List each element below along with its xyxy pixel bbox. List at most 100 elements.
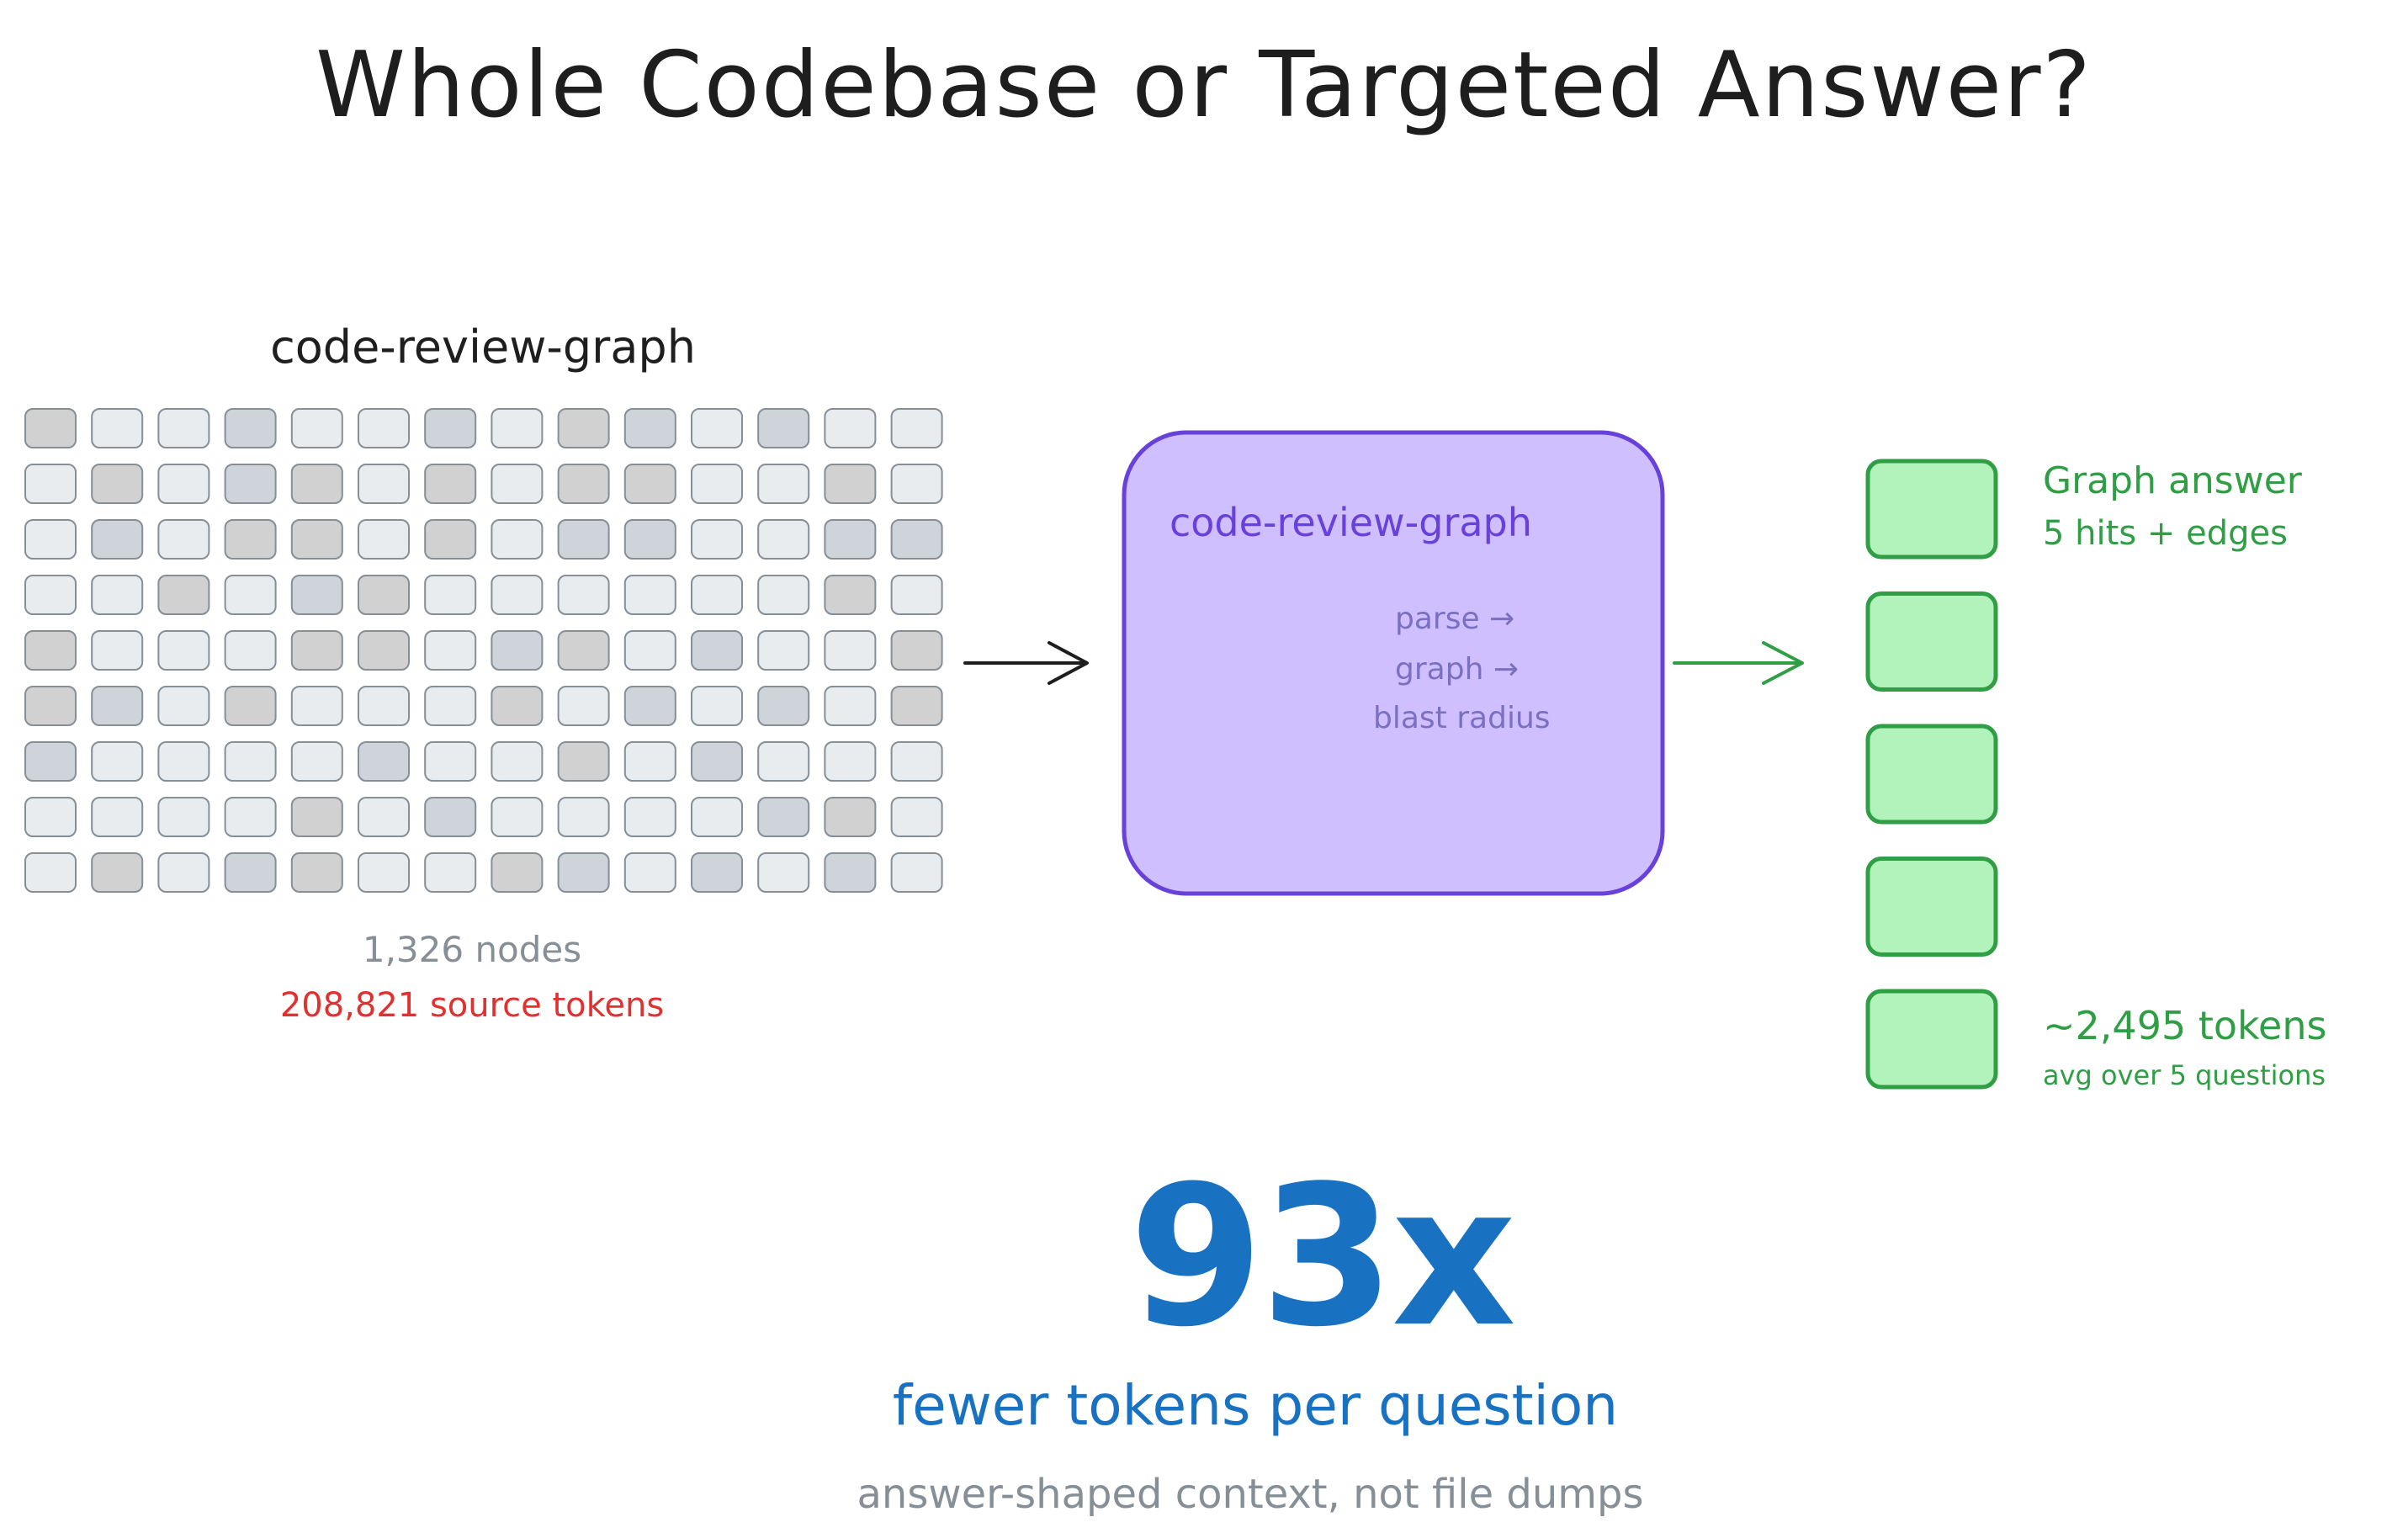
codebase-node-cell (824, 630, 877, 671)
codebase-node-cell (424, 852, 477, 893)
codebase-node-cell (424, 519, 477, 560)
codebase-node-cell (824, 686, 877, 726)
codebase-node-cell (557, 741, 610, 782)
codebase-node-cell (623, 741, 676, 782)
codebase-node-cell (623, 630, 676, 671)
codebase-node-cell (290, 519, 343, 560)
codebase-node-cell (424, 797, 477, 837)
codebase-node-cell (890, 575, 943, 615)
ratio-note: answer-shaped context, not file dumps (857, 1471, 1644, 1518)
codebase-node-cell (757, 686, 810, 726)
codebase-node-cell (157, 797, 210, 837)
answer-hit-block (1865, 459, 1998, 560)
codebase-node-cell (157, 630, 210, 671)
codebase-node-cell (491, 686, 544, 726)
codebase-node-cell (91, 741, 144, 782)
codebase-node-cell (157, 741, 210, 782)
codebase-node-cell (491, 741, 544, 782)
codebase-node-cell (491, 630, 544, 671)
codebase-node-cell (24, 741, 77, 782)
codebase-node-cell (358, 741, 410, 782)
codebase-node-cell (91, 686, 144, 726)
processor-step-parse: parse → (1395, 602, 1515, 636)
codebase-node-cell (491, 519, 544, 560)
codebase-node-cell (24, 797, 77, 837)
answer-tokens: ~2,495 tokens (2043, 1003, 2327, 1048)
processor-step-blast-radius: blast radius (1373, 701, 1551, 735)
answer-hit-block (1865, 724, 1998, 825)
answer-average-note: avg over 5 questions (2043, 1059, 2326, 1091)
codebase-node-cell (358, 686, 410, 726)
answer-blocks (1865, 459, 1998, 1090)
codebase-node-cell (157, 519, 210, 560)
codebase-node-cell (91, 408, 144, 448)
codebase-node-cell (824, 797, 877, 837)
answer-hit-block (1865, 591, 1998, 692)
codebase-node-cell (890, 852, 943, 893)
codebase-node-cell (424, 630, 477, 671)
codebase-node-cell (691, 797, 743, 837)
codebase-node-cell (224, 686, 277, 726)
codebase-node-cell (424, 741, 477, 782)
codebase-node-cell (290, 852, 343, 893)
codebase-node-cell (424, 686, 477, 726)
codebase-node-cell (157, 575, 210, 615)
answer-subtitle: 5 hits + edges (2043, 514, 2288, 553)
codebase-node-cell (424, 575, 477, 615)
codebase-node-cell (91, 575, 144, 615)
codebase-node-cell (290, 797, 343, 837)
codebase-node-cell (358, 575, 410, 615)
codebase-node-cell (358, 519, 410, 560)
codebase-node-cell (824, 408, 877, 448)
codebase-node-cell (491, 797, 544, 837)
codebase-node-cell (290, 575, 343, 615)
codebase-node-cell (757, 630, 810, 671)
codebase-node-cell (757, 408, 810, 448)
codebase-node-cell (557, 852, 610, 893)
codebase-node-cell (224, 741, 277, 782)
codebase-node-cell (691, 519, 743, 560)
codebase-node-cell (358, 408, 410, 448)
codebase-node-cell (24, 519, 77, 560)
codebase-node-cell (91, 519, 144, 560)
codebase-node-cell (557, 464, 610, 504)
codebase-node-cell (691, 852, 743, 893)
codebase-node-cell (24, 575, 77, 615)
codebase-node-cell (224, 797, 277, 837)
codebase-node-cell (157, 686, 210, 726)
nodes-count: 1,326 nodes (362, 929, 582, 970)
codebase-node-cell (491, 575, 544, 615)
codebase-node-cell (24, 686, 77, 726)
source-tokens-count: 208,821 source tokens (279, 986, 665, 1025)
codebase-node-cell (691, 686, 743, 726)
codebase-node-cell (224, 575, 277, 615)
codebase-node-cell (91, 464, 144, 504)
codebase-node-cell (491, 464, 544, 504)
codebase-node-cell (224, 852, 277, 893)
codebase-node-cell (24, 408, 77, 448)
codebase-node-cell (557, 797, 610, 837)
codebase-node-cell (358, 852, 410, 893)
codebase-node-cell (290, 408, 343, 448)
codebase-node-cell (491, 852, 544, 893)
codebase-node-cell (691, 630, 743, 671)
codebase-node-cell (890, 686, 943, 726)
codebase-node-cell (290, 464, 343, 504)
codebase-node-cell (623, 686, 676, 726)
codebase-node-cell (358, 630, 410, 671)
codebase-node-cell (424, 464, 477, 504)
codebase-node-cell (824, 464, 877, 504)
codebase-node-cell (623, 575, 676, 615)
processor-box (1122, 430, 1665, 896)
codebase-node-cell (824, 852, 877, 893)
codebase-node-cell (290, 741, 343, 782)
codebase-node-cell (24, 852, 77, 893)
codebase-node-cell (691, 464, 743, 504)
answer-hit-block (1865, 989, 1998, 1090)
processor-step-graph: graph → (1395, 652, 1519, 687)
codebase-node-cell (757, 464, 810, 504)
codebase-node-cell (890, 464, 943, 504)
codebase-node-cell (424, 408, 477, 448)
codebase-node-cell (824, 575, 877, 615)
